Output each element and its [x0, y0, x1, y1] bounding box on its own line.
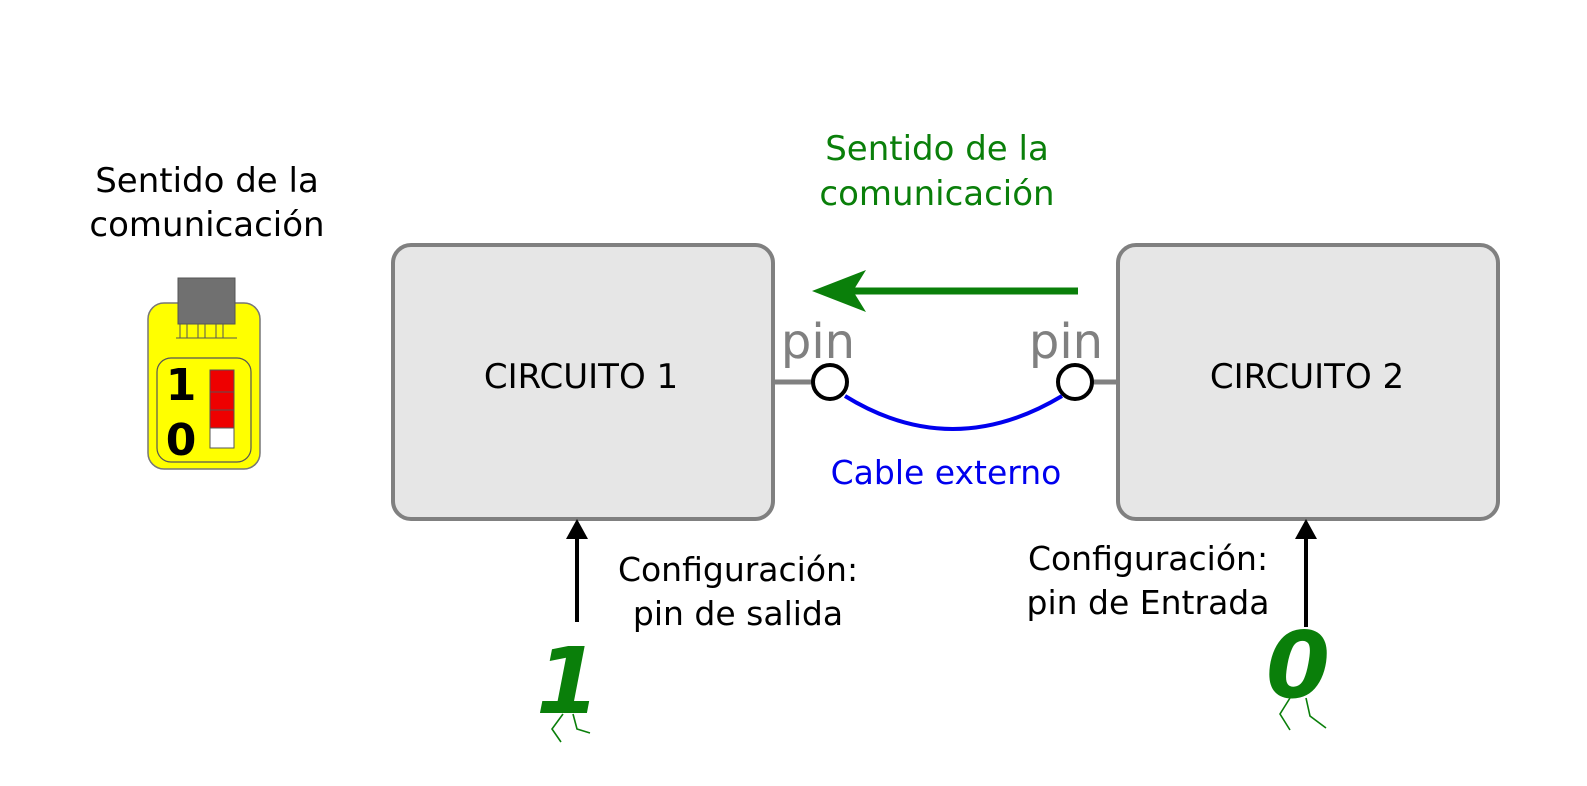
- direction-arrow-left-icon: [812, 270, 1078, 312]
- circuit-2-bit-value: 0: [1266, 612, 1330, 719]
- bit-one-character: 1: [536, 628, 600, 743]
- circuit-1: CIRCUITO 1: [391, 243, 775, 521]
- circuit-1-label: CIRCUITO 1: [484, 357, 678, 397]
- circuit-2-config-line1: Configuración:: [1028, 539, 1268, 578]
- direction-label-line2: comunicación: [819, 174, 1054, 214]
- pin-1-terminal: [811, 363, 849, 401]
- legend: Sentido de la comunicación 1 0: [89, 161, 325, 470]
- circuit-2-label: CIRCUITO 2: [1210, 357, 1404, 397]
- circuit-1-config-line2: pin de salida: [633, 594, 843, 633]
- bit-zero-legs-icon: [1279, 697, 1327, 731]
- circuit-2-config-arrow-up-icon: [1295, 519, 1317, 627]
- circuit-1-bit-value: 1: [536, 628, 600, 735]
- bit-one-legs-icon: [551, 713, 591, 743]
- legend-title-line1: Sentido de la: [95, 161, 319, 201]
- bit-zero-character: 0: [1266, 612, 1330, 731]
- legend-title-line2: comunicación: [89, 205, 324, 245]
- pin-2-label: pin: [1029, 314, 1103, 370]
- external-cable: [843, 394, 1064, 431]
- direction-label-line1: Sentido de la: [825, 129, 1049, 169]
- pin-1: pin: [773, 314, 855, 401]
- circuit-2: CIRCUITO 2: [1116, 243, 1500, 521]
- switch-label-0: 0: [166, 415, 197, 466]
- pin-2: pin: [1029, 314, 1118, 401]
- switch-module-icon: [147, 277, 261, 470]
- pin-2-terminal: [1056, 363, 1094, 401]
- pin-1-label: pin: [781, 314, 855, 370]
- switch-label-1: 1: [166, 360, 197, 411]
- circuit-1-config-line1: Configuración:: [618, 550, 858, 589]
- cable-label: Cable externo: [831, 453, 1062, 492]
- circuit-1-config-arrow-up-icon: [566, 519, 588, 622]
- circuit-2-config-line2: pin de Entrada: [1027, 583, 1270, 622]
